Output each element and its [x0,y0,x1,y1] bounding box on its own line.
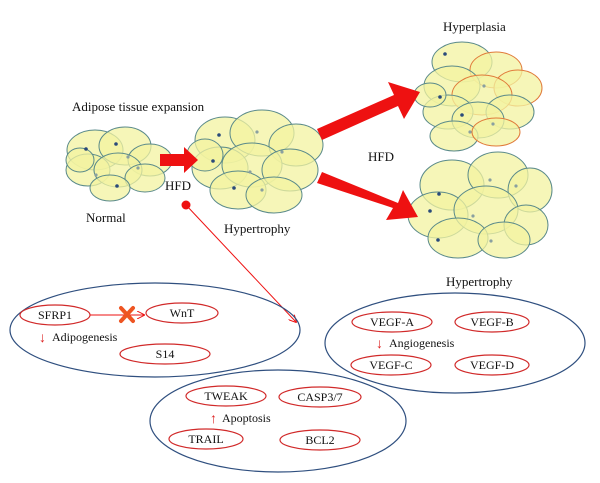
hyperplasia-cell-cluster [413,41,543,152]
casp-label: CASP3/7 [297,390,342,404]
wnt-label: WnT [170,306,195,320]
angiogenesis-label: Angiogenesis [389,336,455,350]
cell-nucleus [436,238,440,242]
vegfa-pill [351,311,433,333]
label-hyperplasia: Hyperplasia [443,19,506,34]
right-hypertrophy-cell-cluster [407,151,553,259]
bcl2-pill [279,429,361,451]
vegfd-label: VEGF-D [470,358,514,372]
vegfc-pill [350,354,432,376]
cell-nucleus [217,133,221,137]
adipocyte-cell [477,221,531,259]
bcl2-label: BCL2 [305,433,334,447]
cell-nucleus [136,166,140,170]
vegfc-label: VEGF-C [369,358,412,372]
cell-nucleus [489,239,493,243]
cell-nucleus [437,192,441,196]
label-hypertrophy-mid: Hypertrophy [224,221,291,236]
label-hfd-left: HFD [165,178,191,193]
label-hfd-right: HFD [368,149,394,164]
adipogenesis-group: SFRP1 WnT ↓ Adipogenesis S14 [9,282,301,378]
trail-label: TRAIL [188,432,223,446]
label-hypertrophy-right: Hypertrophy [446,274,513,289]
cell-nucleus [232,186,236,190]
adipocyte-cell [65,147,95,173]
hfd-arrow-to-right-hypertrophy [317,172,418,220]
adipocyte-cell [245,176,303,214]
vegfb-label: VEGF-B [470,315,513,329]
cell-nucleus [84,147,88,151]
cell-nucleus [468,130,472,134]
hypertrophy-cell-cluster [186,109,324,214]
tweak-label: TWEAK [204,389,248,403]
cell-nucleus [211,159,215,163]
label-adipose-expansion: Adipose tissue expansion [72,99,205,114]
cell-nucleus [443,52,447,56]
cell-nucleus [438,95,442,99]
adipogenesis-label: Adipogenesis [52,330,118,344]
vegfd-pill [454,354,530,376]
adipocyte-cell [429,120,479,152]
inhibition-x-icon [119,306,135,323]
cell-nucleus [428,209,432,213]
cell-nucleus [488,178,492,182]
cell-nucleus [260,188,264,192]
cell-nucleus [94,173,98,177]
vegfa-label: VEGF-A [370,315,414,329]
normal-cell-cluster [65,126,173,202]
apoptosis-label: Apoptosis [222,411,271,425]
angiogenesis-group: VEGF-A VEGF-B ↓ Angiogenesis VEGF-C VEGF… [324,292,586,394]
cell-nucleus [114,142,118,146]
connector-arrow [185,204,296,322]
cell-nucleus [126,155,130,159]
hfd-arrow-to-hyperplasia [317,82,420,140]
angiogenesis-down-arrow: ↓ [376,337,383,352]
trail-pill [168,428,244,450]
casp-pill [278,386,362,408]
cell-nucleus [482,84,486,88]
cell-nucleus [248,170,252,174]
cell-nucleus [491,122,495,126]
adipogenesis-down-arrow: ↓ [39,331,46,346]
s14-pill [119,343,211,365]
cell-nucleus [514,184,518,188]
s14-label: S14 [156,347,175,361]
cell-nucleus [255,130,259,134]
apoptosis-up-arrow: ↑ [210,412,217,427]
cell-nucleus [471,214,475,218]
sfrp1-label: SFRP1 [38,308,72,322]
vegfb-pill [454,311,530,333]
adipocyte-cell [413,82,447,108]
label-normal: Normal [86,210,126,225]
adipocyte-cell [124,163,166,193]
apoptosis-group: TWEAK CASP3/7 ↑ Apoptosis TRAIL BCL2 [149,369,407,473]
cell-nucleus [460,113,464,117]
hfd-arrow-normal-to-hypertrophy [160,147,198,173]
adipocyte-cell [89,174,131,202]
adipocyte-cell [471,117,521,147]
cell-nucleus [280,150,284,154]
wnt-pill [145,302,219,324]
cell-nucleus [115,184,119,188]
tweak-pill [185,385,267,407]
